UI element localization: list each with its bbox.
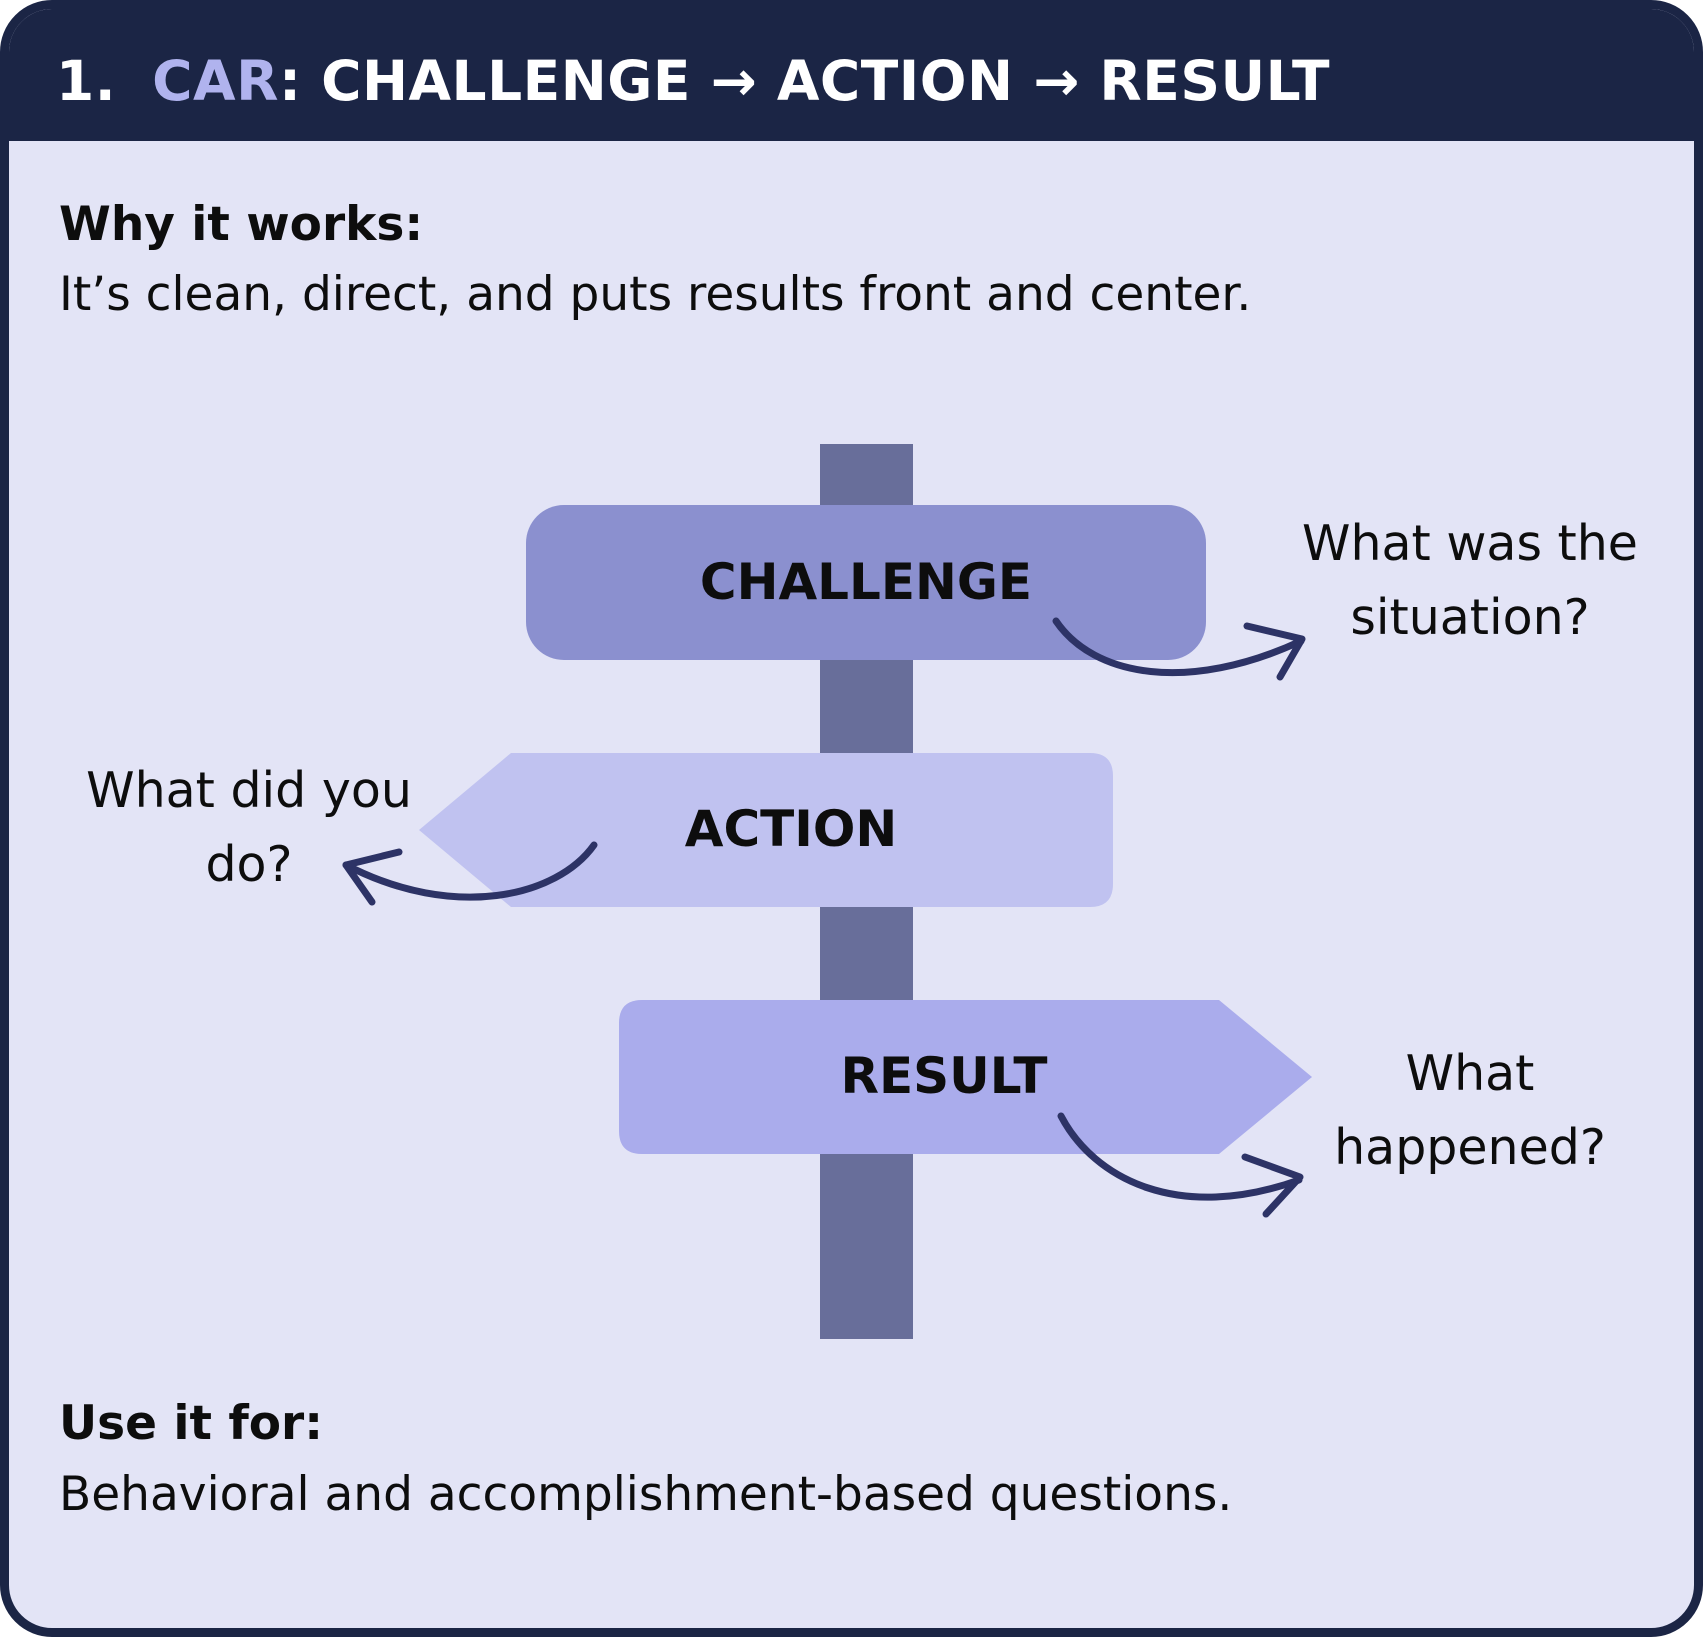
why-heading: Why it works: bbox=[59, 197, 424, 252]
result-question-line-2: happened? bbox=[1334, 1119, 1606, 1176]
result-sign bbox=[619, 1000, 1312, 1154]
challenge-label: CHALLENGE bbox=[700, 553, 1032, 611]
action-arrow-icon bbox=[342, 841, 598, 906]
why-text: It’s clean, direct, and puts results fro… bbox=[59, 267, 1252, 322]
challenge-question-line-1: What was the bbox=[1302, 515, 1638, 572]
action-question-line-2: do? bbox=[205, 836, 292, 893]
header-highlight: CAR bbox=[152, 49, 279, 113]
use-text: Behavioral and accomplishment-based ques… bbox=[59, 1467, 1233, 1522]
header-title: 1. CAR: CHALLENGE → ACTION → RESULT bbox=[56, 49, 1330, 113]
action-question-line-1: What did you bbox=[86, 762, 412, 819]
action-sign bbox=[419, 753, 1113, 907]
result-label: RESULT bbox=[841, 1047, 1048, 1105]
result-question-line-1: What bbox=[1406, 1045, 1535, 1102]
result-arrow-icon bbox=[1057, 1112, 1304, 1218]
challenge-sign bbox=[526, 505, 1206, 660]
header-bar: 1. CAR: CHALLENGE → ACTION → RESULT bbox=[9, 9, 1694, 141]
section-number: 1. bbox=[56, 49, 117, 113]
action-label: ACTION bbox=[685, 800, 897, 858]
challenge-question-line-2: situation? bbox=[1350, 589, 1589, 646]
challenge-arrow-icon bbox=[1052, 617, 1306, 681]
use-heading: Use it for: bbox=[59, 1396, 324, 1451]
header-title-text: : CHALLENGE → ACTION → RESULT bbox=[278, 49, 1331, 113]
signpost-diagram: CHALLENGE ACTION RESULT What was the sit… bbox=[86, 444, 1638, 1339]
